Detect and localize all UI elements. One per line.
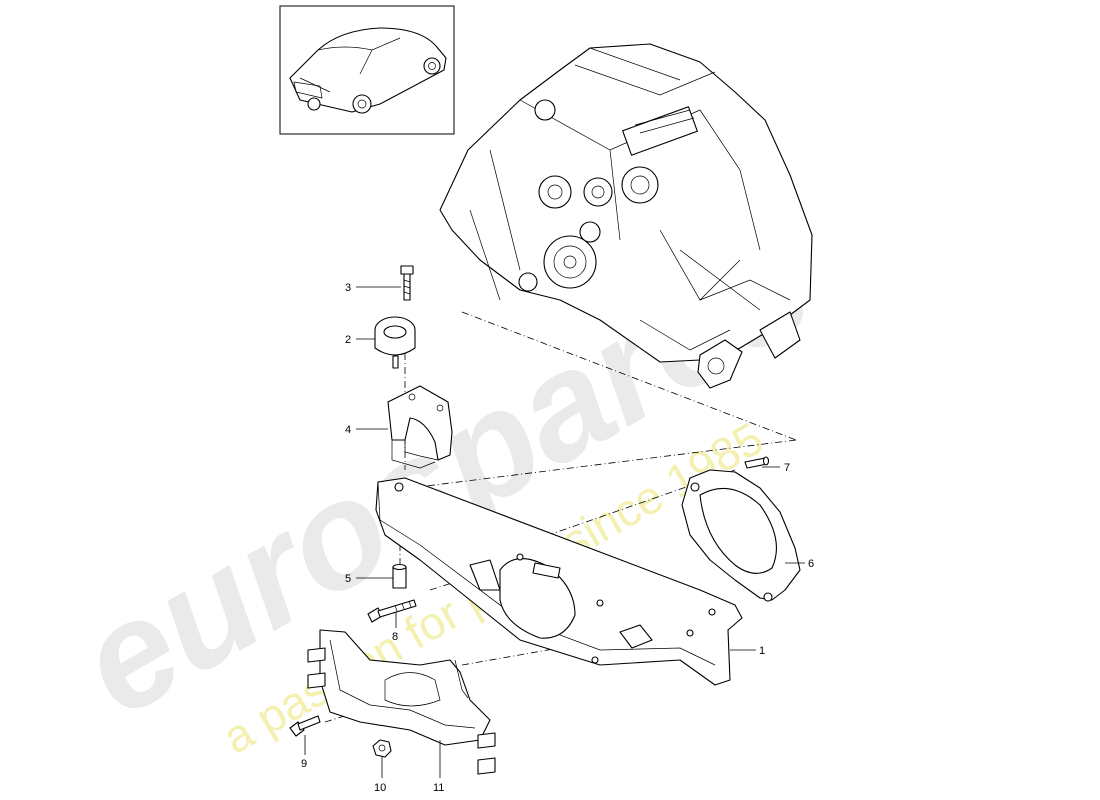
callout-leaders	[304, 286, 805, 778]
callout-9: 9	[301, 758, 307, 770]
part-nut	[372, 739, 392, 758]
part-engine-mount	[374, 316, 416, 369]
part-bracket	[387, 385, 453, 469]
part-bolt	[400, 265, 414, 301]
callout-10: 10	[374, 782, 386, 794]
callout-6: 6	[808, 558, 814, 570]
callout-1: 1	[759, 645, 765, 657]
callout-11: 11	[433, 782, 444, 794]
part-spacer	[392, 563, 407, 589]
callout-8: 8	[392, 631, 398, 643]
part-cross-member	[375, 477, 743, 686]
callout-5: 5	[345, 573, 351, 585]
callout-7: 7	[784, 462, 790, 474]
part-long-bolt	[367, 599, 417, 623]
part-lower-shield	[307, 629, 496, 775]
callout-3: 3	[345, 282, 351, 294]
callout-4: 4	[345, 424, 351, 436]
part-stud	[744, 456, 770, 469]
engine-assembly	[439, 43, 813, 389]
car-icon	[289, 27, 447, 114]
part-short-bolt	[289, 715, 321, 737]
part-mounting-plate	[681, 469, 801, 602]
car-thumbnail	[279, 5, 455, 135]
callout-2: 2	[345, 334, 351, 346]
callout-labels: 1 2 3 4 5 6 7 8 9 10 11	[301, 282, 814, 794]
